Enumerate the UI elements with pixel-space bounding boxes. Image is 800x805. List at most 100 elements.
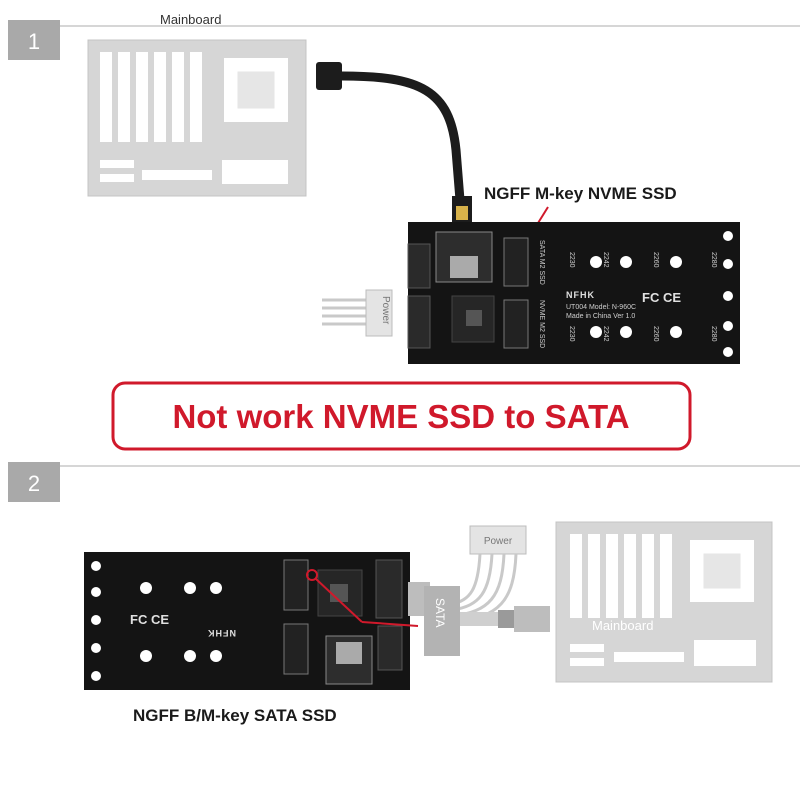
mount-hole bbox=[140, 650, 152, 662]
mainboard-illustration bbox=[555, 521, 773, 683]
power-connector-port bbox=[375, 559, 403, 619]
mount-hole bbox=[140, 582, 152, 594]
size-label-2230: 2230 bbox=[568, 326, 575, 342]
mount-hole bbox=[670, 326, 682, 338]
mainboard-slot bbox=[570, 534, 582, 618]
m2-slot-b bbox=[503, 299, 529, 349]
mainboard-slot bbox=[136, 52, 148, 142]
step-badge bbox=[8, 20, 60, 60]
mount-hole bbox=[184, 582, 196, 594]
certification-marks: FC CE bbox=[130, 612, 169, 627]
mount-hole bbox=[91, 671, 101, 681]
step-1-section: 1 Mainboard NGFF M-key NVME SSD bbox=[8, 12, 800, 364]
m2-slot-b bbox=[283, 623, 309, 675]
mount-hole bbox=[91, 643, 101, 653]
pcb-brand: NFHK bbox=[207, 628, 236, 638]
pcb-origin: Made in China Ver 1.0 bbox=[566, 313, 635, 320]
step-number: 2 bbox=[28, 471, 40, 496]
mount-hole bbox=[91, 615, 101, 625]
adapter-board: FC CE NFHK bbox=[84, 552, 410, 690]
warning-text: Not work NVME SSD to SATA bbox=[172, 398, 629, 435]
cpu-chip bbox=[700, 550, 744, 592]
size-label-2242: 2242 bbox=[602, 252, 609, 268]
cable-wire bbox=[341, 71, 465, 201]
slot-b-label: NVME M2 SSD bbox=[538, 300, 545, 348]
callout-dot bbox=[306, 569, 318, 581]
power-plug bbox=[469, 525, 527, 555]
sff-port-latch bbox=[450, 256, 478, 278]
size-label-2230: 2230 bbox=[568, 252, 575, 268]
size-label-2280: 2280 bbox=[710, 252, 717, 268]
size-label-2260: 2260 bbox=[652, 326, 659, 342]
pcb-brand: NFHK bbox=[566, 290, 595, 300]
mount-hole bbox=[723, 347, 733, 357]
cable-plug-mainboard bbox=[316, 62, 342, 90]
sata-cable: SATA bbox=[408, 582, 550, 656]
step-2-section: 2 FC CE NFHK bbox=[8, 462, 800, 725]
step-badge bbox=[8, 462, 60, 502]
cpu-chip bbox=[234, 68, 278, 112]
mainboard-slot bbox=[570, 644, 604, 652]
size-label-2242: 2242 bbox=[602, 326, 609, 342]
power-connector: Power bbox=[322, 289, 393, 337]
size-label-2280: 2280 bbox=[710, 326, 717, 342]
mainboard-label: Mainboard bbox=[160, 12, 221, 27]
sff-port-latch bbox=[336, 642, 362, 664]
mount-hole bbox=[184, 650, 196, 662]
power-label: Power bbox=[380, 296, 391, 325]
mainboard-slot bbox=[142, 170, 212, 180]
mount-hole bbox=[620, 256, 632, 268]
mainboard-slot bbox=[642, 534, 654, 618]
mainboard-slot bbox=[694, 640, 756, 666]
sata-connector bbox=[377, 625, 403, 671]
mainboard-slot bbox=[100, 52, 112, 142]
power-plug bbox=[365, 289, 393, 337]
mainboard-slot bbox=[624, 534, 636, 618]
cable-plug bbox=[498, 610, 514, 628]
mount-hole bbox=[590, 326, 602, 338]
step-number: 1 bbox=[28, 29, 40, 54]
mount-hole bbox=[620, 326, 632, 338]
size-label-2260: 2260 bbox=[652, 252, 659, 268]
cable-plug-mainboard bbox=[514, 606, 550, 632]
mount-hole bbox=[723, 259, 733, 269]
power-connector: Power bbox=[451, 525, 527, 624]
certification-marks: FC CE bbox=[642, 290, 681, 305]
mainboard-slot bbox=[588, 534, 600, 618]
mainboard-slot bbox=[660, 534, 672, 618]
power-connector-port bbox=[407, 295, 431, 349]
mainboard-slot bbox=[154, 52, 166, 142]
adapter-board: SATA M2 SSD NVME M2 SSD NFHK UT004 Model… bbox=[407, 222, 740, 364]
mainboard-illustration bbox=[87, 39, 307, 197]
cable-wire bbox=[460, 612, 498, 626]
m2-slot-a bbox=[503, 237, 529, 287]
nvme-callout: NGFF M-key NVME SSD bbox=[484, 184, 677, 203]
warning-frame bbox=[111, 381, 692, 451]
sata-label: SATA bbox=[433, 598, 447, 628]
warning-box: Not work NVME SSD to SATA bbox=[111, 381, 692, 451]
m2-slot-a bbox=[283, 559, 309, 611]
mainboard-slot bbox=[100, 160, 134, 168]
sata-cable bbox=[316, 62, 472, 222]
mount-hole bbox=[91, 561, 101, 571]
mount-hole bbox=[210, 650, 222, 662]
mainboard-slot bbox=[606, 534, 618, 618]
mount-hole bbox=[723, 231, 733, 241]
sata-callout: NGFF B/M-key SATA SSD bbox=[133, 706, 337, 725]
power-wires bbox=[451, 553, 518, 624]
mainboard-label: Mainboard bbox=[592, 618, 653, 633]
sata-plug bbox=[424, 586, 460, 656]
mainboard-slot bbox=[118, 52, 130, 142]
mainboard-slot bbox=[172, 52, 184, 142]
mount-hole bbox=[590, 256, 602, 268]
pcb-model: UT004 Model: N-960C bbox=[566, 304, 636, 311]
mainboard-slot bbox=[614, 652, 684, 662]
sata-connector bbox=[407, 243, 431, 289]
slot-a-label: SATA M2 SSD bbox=[538, 240, 545, 285]
mainboard-slot bbox=[100, 174, 134, 182]
mainboard-slot bbox=[222, 160, 288, 184]
mount-hole bbox=[670, 256, 682, 268]
cable-contacts bbox=[456, 206, 468, 220]
mainboard-slot bbox=[190, 52, 202, 142]
